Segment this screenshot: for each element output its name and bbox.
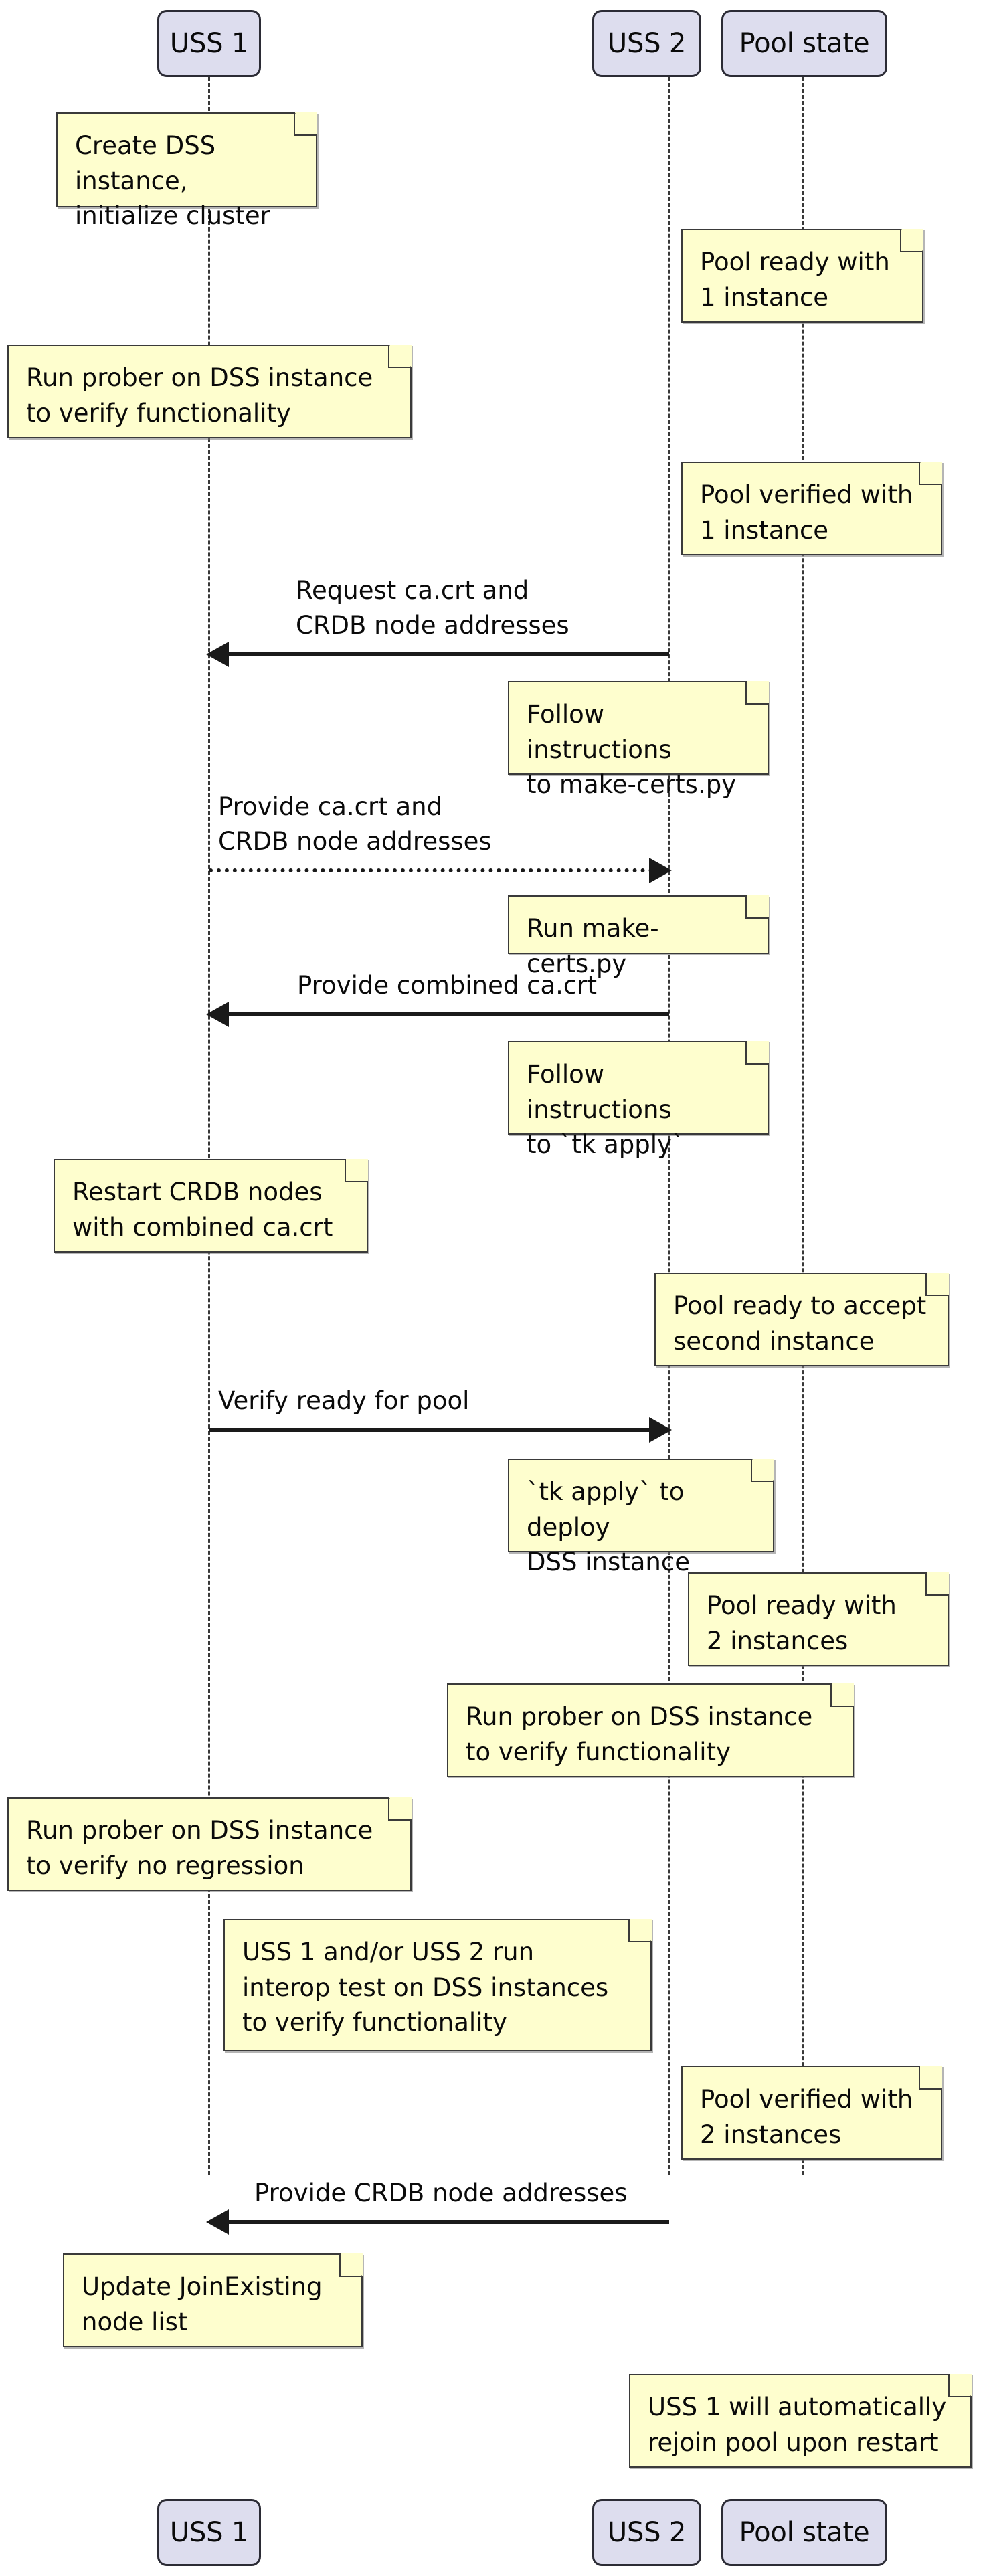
participant-uss1-top-label: USS 1	[169, 28, 249, 59]
note-interop-test: USS 1 and/or USS 2 run interop test on D…	[223, 1919, 652, 2051]
note-text: Run prober on DSS instance to verify fun…	[466, 1702, 813, 1766]
participant-pool-state-top-label: Pool state	[739, 28, 870, 59]
participant-uss2-top-label: USS 2	[607, 28, 687, 59]
participant-pool-state-bottom-label: Pool state	[739, 2517, 870, 2548]
note-text: Run prober on DSS instance to verify fun…	[26, 363, 373, 428]
arrowhead-right-icon	[649, 1417, 672, 1443]
message-label: Request ca.crt and CRDB node addresses	[296, 575, 569, 640]
note-pool-ready-accept-second: Pool ready to accept second instance	[654, 1273, 949, 1366]
message-verify-ready-for-pool: Verify ready for pool	[209, 1386, 672, 1443]
note-run-make-certs: Run make-certs.py	[508, 895, 769, 978]
message-request-ca-crt: Request ca.crt and CRDB node addresses	[206, 576, 669, 667]
participant-uss2-bottom-label: USS 2	[607, 2517, 687, 2548]
message-line	[209, 652, 669, 656]
participant-uss1-bottom-label: USS 1	[169, 2517, 249, 2548]
note-text: Follow instructions to make-certs.py	[527, 700, 737, 800]
note-text: Create DSS instance, initialize cluster	[75, 131, 270, 231]
participant-pool-state-top[interactable]: Pool state	[721, 10, 887, 77]
note-tk-apply-deploy-dss: `tk apply` to deploy DSS instance	[508, 1459, 774, 1576]
arrowhead-left-icon	[206, 2209, 229, 2235]
note-follow-instructions-tk-apply: Follow instructions to `tk apply`	[508, 1041, 769, 1159]
note-update-joinexisting-node-list: Update JoinExisting node list	[63, 2253, 363, 2347]
note-restart-crdb-nodes: Restart CRDB nodes with combined ca.crt	[54, 1159, 368, 1253]
lifeline-uss1	[208, 77, 210, 2175]
message-line	[209, 2220, 669, 2224]
message-label: Verify ready for pool	[218, 1386, 470, 1416]
participant-pool-state-bottom[interactable]: Pool state	[721, 2499, 887, 2566]
note-text: Pool verified with 2 instances	[700, 2085, 913, 2149]
note-text: Run make-certs.py	[527, 914, 659, 978]
message-provide-ca-crt-addresses: Provide ca.crt and CRDB node addresses	[209, 792, 672, 883]
note-pool-ready-2-instances: Pool ready with 2 instances	[688, 1572, 949, 1666]
note-pool-verified-2-instances: Pool verified with 2 instances	[681, 2066, 942, 2160]
message-label: Provide combined ca.crt	[297, 971, 597, 1000]
arrowhead-left-icon	[206, 642, 229, 667]
note-pool-verified-1-instance: Pool verified with 1 instance	[681, 462, 942, 555]
message-line	[209, 868, 669, 872]
message-line	[209, 1012, 669, 1016]
note-text: Follow instructions to `tk apply`	[527, 1060, 685, 1160]
note-text: Pool ready with 2 instances	[707, 1591, 897, 1655]
note-run-prober-verify-functionality-uss1: Run prober on DSS instance to verify fun…	[7, 345, 412, 438]
message-provide-combined-ca-crt: Provide combined ca.crt	[206, 971, 669, 1027]
participant-uss2-bottom[interactable]: USS 2	[592, 2499, 701, 2566]
participant-uss2-top[interactable]: USS 2	[592, 10, 701, 77]
note-text: Pool ready to accept second instance	[673, 1291, 927, 1356]
lifeline-pool-state	[802, 77, 804, 2175]
note-text: Pool ready with 1 instance	[700, 248, 890, 312]
arrowhead-right-icon	[649, 858, 672, 883]
note-text: Pool verified with 1 instance	[700, 480, 913, 545]
note-run-prober-verify-no-regression: Run prober on DSS instance to verify no …	[7, 1797, 412, 1891]
note-uss1-auto-rejoin: USS 1 will automatically rejoin pool upo…	[629, 2374, 972, 2468]
note-text: USS 1 and/or USS 2 run interop test on D…	[242, 1938, 609, 2037]
note-run-prober-verify-functionality-uss2: Run prober on DSS instance to verify fun…	[447, 1683, 854, 1777]
note-text: Update JoinExisting node list	[82, 2272, 323, 2336]
note-text: `tk apply` to deploy DSS instance	[527, 1477, 690, 1577]
note-text: Run prober on DSS instance to verify no …	[26, 1816, 373, 1880]
message-label: Provide CRDB node addresses	[254, 2179, 628, 2208]
message-provide-crdb-node-addresses: Provide CRDB node addresses	[206, 2179, 669, 2235]
note-text: Restart CRDB nodes with combined ca.crt	[72, 1178, 333, 1242]
participant-uss1-top[interactable]: USS 1	[157, 10, 261, 77]
note-text: USS 1 will automatically rejoin pool upo…	[648, 2393, 947, 2457]
message-line	[209, 1428, 669, 1432]
note-create-dss-instance: Create DSS instance, initialize cluster	[56, 112, 317, 230]
note-pool-ready-1-instance: Pool ready with 1 instance	[681, 229, 923, 323]
participant-uss1-bottom[interactable]: USS 1	[157, 2499, 261, 2566]
message-label: Provide ca.crt and CRDB node addresses	[218, 792, 492, 856]
arrowhead-left-icon	[206, 1002, 229, 1027]
note-follow-instructions-make-certs: Follow instructions to make-certs.py	[508, 681, 769, 799]
